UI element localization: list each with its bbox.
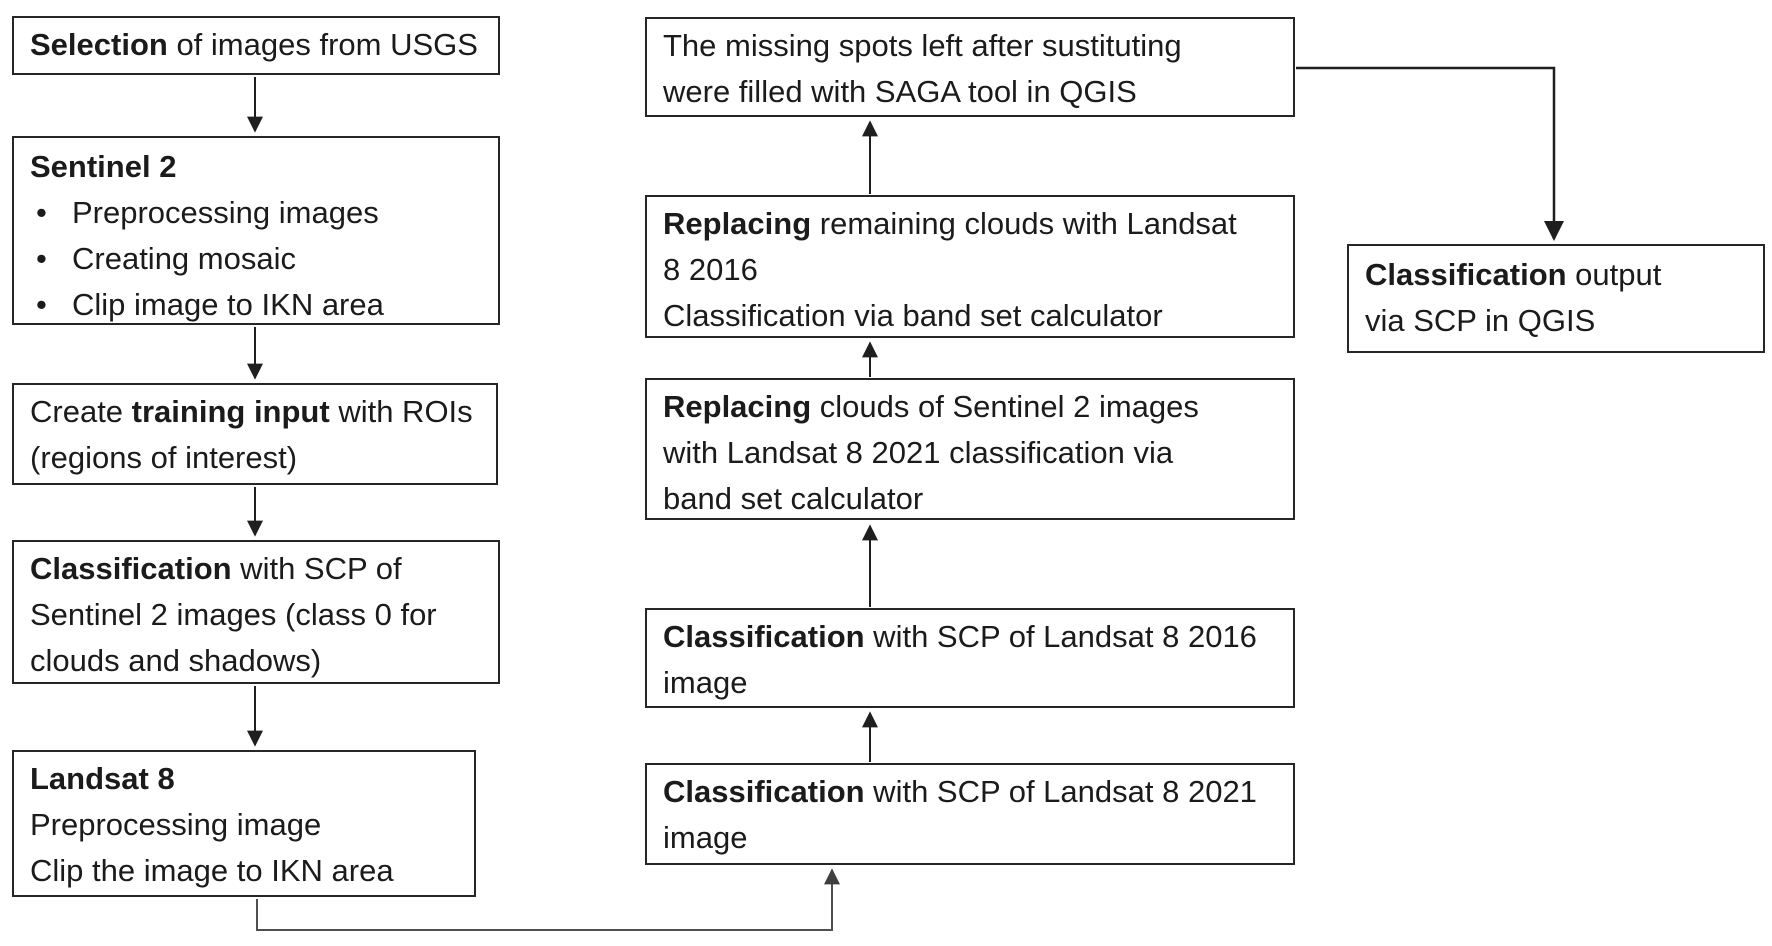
bullet-text: Clip image to IKN area	[72, 287, 384, 322]
text-segment: with SCP of Landsat 8 2021 image	[663, 774, 1257, 855]
flow-box-landsat8-line: Preprocessing image	[30, 807, 322, 842]
flow-box-training-input-text: Create training input with ROIs (regions…	[30, 389, 480, 481]
flow-box-classification-landsat8-2021-text: Classification with SCP of Landsat 8 202…	[663, 769, 1277, 861]
flow-box-replacing-sentinel2-clouds: Replacing clouds of Sentinel 2 images wi…	[645, 378, 1295, 520]
flow-box-missing-spots: The missing spots left after sustituting…	[645, 17, 1295, 117]
bold-segment: Classification	[1365, 257, 1567, 292]
bullet-icon: •	[36, 241, 47, 276]
bold-segment: Classification	[663, 619, 865, 654]
text-segment: of images from USGS	[167, 27, 478, 62]
text-segment: remaining clouds with Landsat 8 2016 Cla…	[663, 206, 1237, 333]
bullet-text: Creating mosaic	[72, 241, 296, 276]
bullet-item: • Preprocessing images	[30, 190, 482, 236]
bullet-item: • Clip image to IKN area	[30, 282, 482, 328]
bullet-icon: •	[36, 195, 47, 230]
flow-box-replacing-remaining-clouds-text: Replacing remaining clouds with Landsat …	[663, 201, 1277, 339]
bold-segment: Sentinel 2	[30, 149, 177, 184]
bullet-icon: •	[36, 287, 47, 322]
flow-box-selection: Selection of images from USGS	[12, 16, 500, 75]
flow-box-classification-output-text: Classification output via SCP in QGIS	[1365, 252, 1747, 344]
flow-box-replacing-sentinel2-clouds-text: Replacing clouds of Sentinel 2 images wi…	[663, 384, 1277, 522]
flow-box-classification-sentinel2-text: Classification with SCP of Sentinel 2 im…	[30, 546, 482, 684]
connector-missing-spots-to-output	[1296, 66, 1564, 241]
text-segment: with ROIs (regions of interest)	[30, 394, 473, 475]
flow-box-classification-sentinel2: Classification with SCP of Sentinel 2 im…	[12, 540, 500, 684]
flow-box-classification-landsat8-2016: Classification with SCP of Landsat 8 201…	[645, 608, 1295, 708]
bold-segment: Replacing	[663, 206, 812, 241]
text-segment: The missing spots left after sustituting…	[663, 28, 1182, 109]
flow-box-classification-landsat8-2021: Classification with SCP of Landsat 8 202…	[645, 763, 1295, 865]
flow-box-landsat8-title: Landsat 8	[30, 756, 458, 802]
flow-box-replacing-remaining-clouds: Replacing remaining clouds with Landsat …	[645, 195, 1295, 338]
bold-segment: training input	[131, 394, 330, 429]
bold-segment: Classification	[663, 774, 865, 809]
flow-box-landsat8: Landsat 8 Preprocessing image Clip the i…	[12, 750, 476, 897]
bold-segment: Selection	[30, 27, 168, 62]
flow-box-sentinel2: Sentinel 2 • Preprocessing images • Crea…	[12, 136, 500, 325]
flow-box-landsat8-line: Clip the image to IKN area	[30, 853, 394, 888]
flow-box-classification-landsat8-2016-text: Classification with SCP of Landsat 8 201…	[663, 614, 1277, 706]
text-segment: output via SCP in QGIS	[1365, 257, 1662, 338]
bold-segment: Classification	[30, 551, 232, 586]
flow-box-sentinel2-title: Sentinel 2	[30, 144, 482, 190]
flow-box-classification-output: Classification output via SCP in QGIS	[1347, 244, 1765, 353]
text-segment: clouds of Sentinel 2 images with Landsat…	[663, 389, 1199, 516]
flow-box-missing-spots-text: The missing spots left after sustituting…	[663, 23, 1277, 115]
bullet-item: • Creating mosaic	[30, 236, 482, 282]
text-segment: with SCP of Sentinel 2 images (class 0 f…	[30, 551, 437, 678]
bold-segment: Replacing	[663, 389, 812, 424]
flow-box-selection-text: Selection of images from USGS	[30, 22, 482, 68]
bullet-text: Preprocessing images	[72, 195, 379, 230]
text-segment: Create	[30, 394, 132, 429]
text-segment: with SCP of Landsat 8 2016 image	[663, 619, 1257, 700]
flow-box-training-input: Create training input with ROIs (regions…	[12, 383, 498, 485]
bold-segment: Landsat 8	[30, 761, 175, 796]
